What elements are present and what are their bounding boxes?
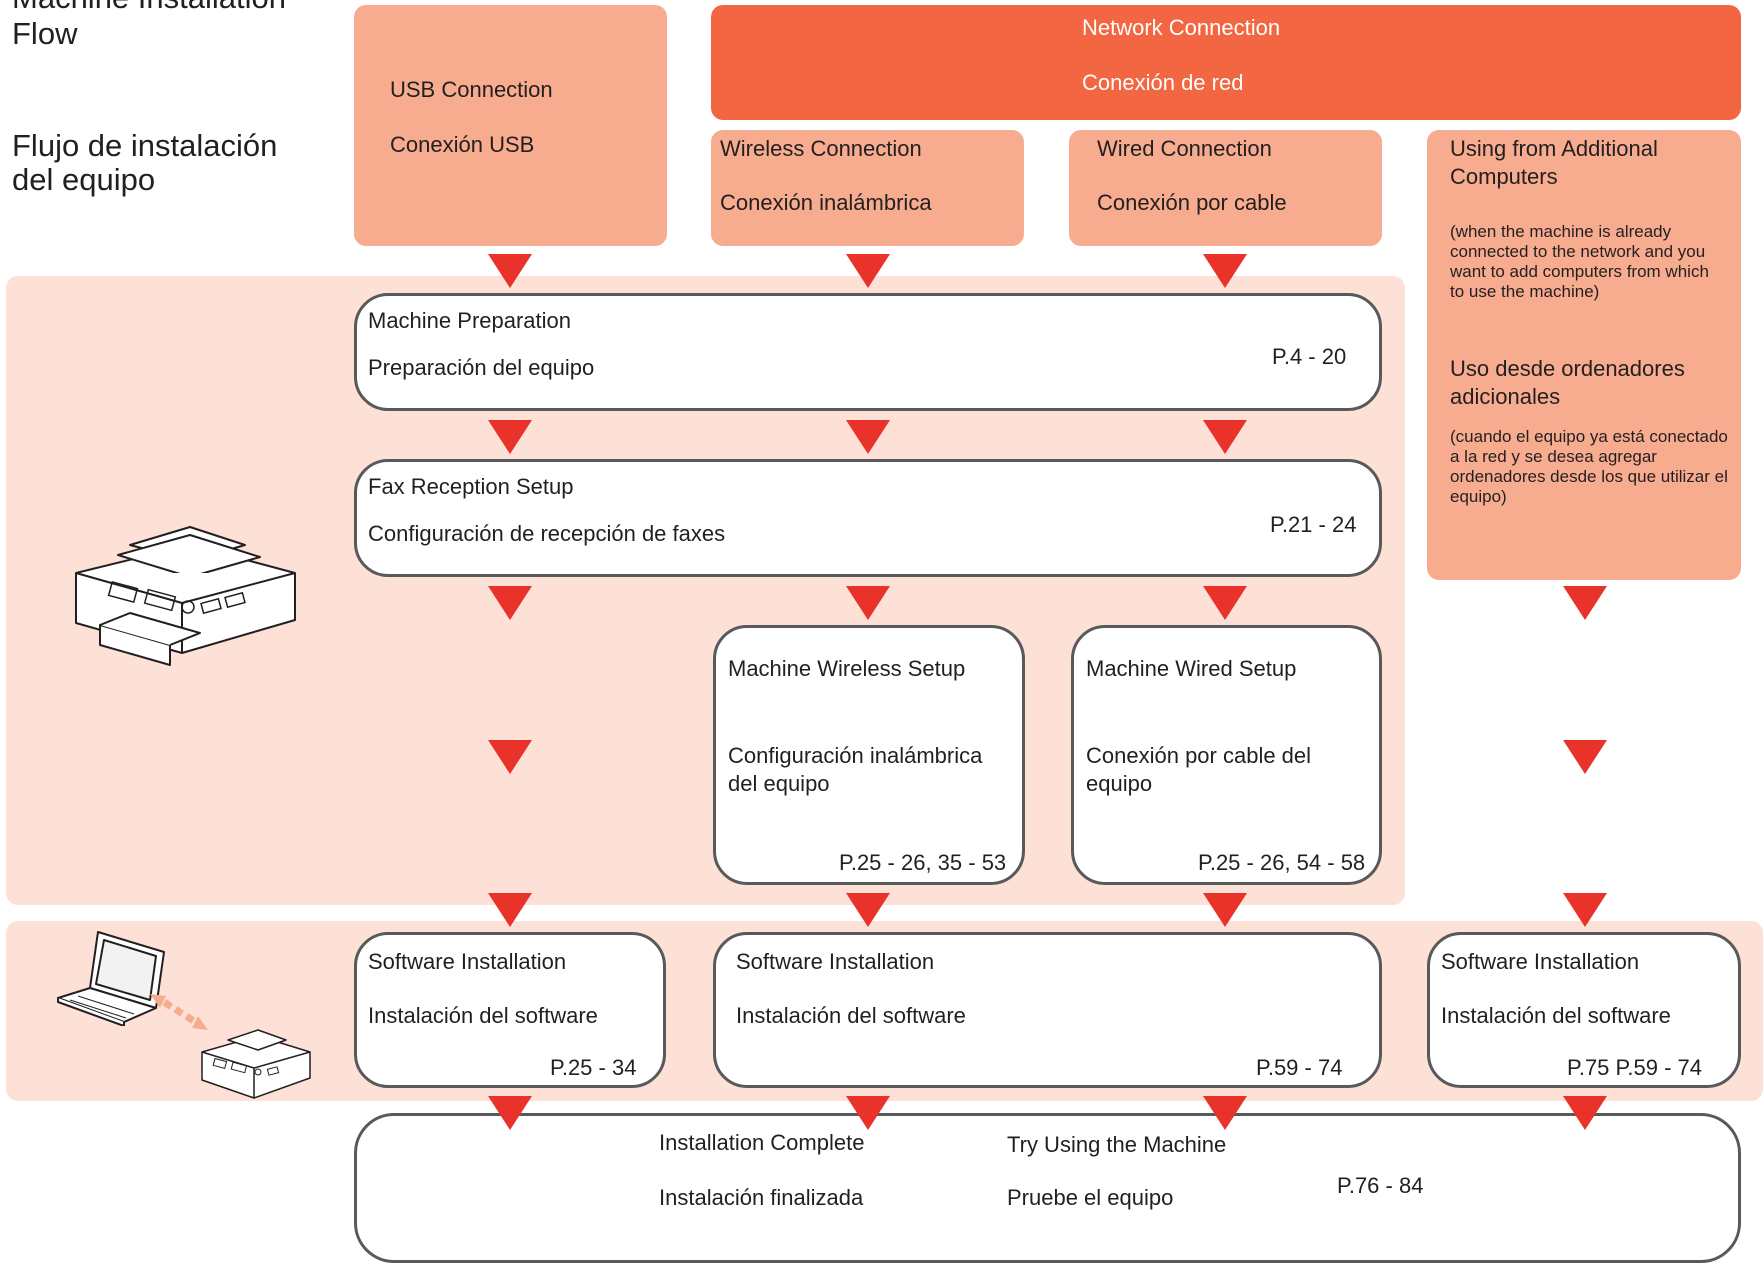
machine-wired-setup-step: Machine Wired Setup Conexión por cable d… <box>1071 625 1382 885</box>
machine-preparation-label-es: Preparación del equipo <box>368 355 595 380</box>
fax-reception-setup-pages: P.21 - 24 <box>1270 512 1357 537</box>
flow-arrow <box>1563 1096 1607 1130</box>
flow-arrow <box>1563 586 1607 620</box>
installation-complete-label-es: Instalación finalizada <box>659 1185 864 1210</box>
installation-complete-label: Installation Complete <box>659 1130 865 1155</box>
usb-connection-header: USB Connection Conexión USB <box>354 5 667 246</box>
software-installation-label: Software Installation <box>368 949 567 974</box>
software-installation-pages: P.59 - 74 <box>1256 1055 1343 1080</box>
machine-wireless-setup-step: Machine Wireless Setup Configuración ina… <box>713 625 1025 885</box>
flow-arrow <box>1563 740 1607 774</box>
flow-arrow <box>488 1096 532 1130</box>
flow-arrow <box>846 586 890 620</box>
flow-arrow <box>846 420 890 454</box>
software-installation-label-es: Instalación del software <box>736 1003 966 1028</box>
flow-arrow <box>488 586 532 620</box>
wireless-connection-label: Wireless Connection <box>720 136 922 161</box>
wired-connection-label-es: Conexión por cable <box>1097 190 1287 215</box>
software-installation-label: Software Installation <box>1441 949 1640 974</box>
additional-computers-note-es: (cuando el equipo ya está conectado a la… <box>1450 427 1728 506</box>
software-installation-usb-step: Software Installation Instalación del so… <box>354 932 666 1088</box>
machine-wireless-setup-pages: P.25 - 26, 35 - 53 <box>839 850 1007 875</box>
software-installation-network-step: Software Installation Instalación del so… <box>713 932 1382 1088</box>
small-printer-icon <box>201 1029 311 1099</box>
flow-arrow <box>1203 1096 1247 1130</box>
flow-arrow <box>846 893 890 927</box>
software-installation-pages: P.75 P.59 - 74 <box>1567 1055 1702 1080</box>
machine-wireless-setup-label: Machine Wireless Setup <box>728 656 966 681</box>
machine-wireless-setup-label-es: Configuración inalámbrica del equipo <box>728 743 983 796</box>
machine-preparation-label: Machine Preparation <box>368 308 572 333</box>
laptop-icon <box>57 931 165 1026</box>
title-en-line2: Flow <box>12 16 78 51</box>
wireless-connection-header: Wireless Connection Conexión inalámbrica <box>711 130 1024 246</box>
additional-computers-label: Using from Additional Computers <box>1450 136 1658 189</box>
try-using-machine-label-es: Pruebe el equipo <box>1007 1185 1174 1210</box>
installation-complete-step: Installation Complete Instalación finali… <box>354 1113 1741 1263</box>
software-installation-label: Software Installation <box>736 949 935 974</box>
flow-arrow <box>488 740 532 774</box>
machine-preparation-pages: P.4 - 20 <box>1272 344 1347 369</box>
software-installation-pages: P.25 - 34 <box>550 1055 637 1080</box>
title-es-line2: del equipo <box>12 162 156 197</box>
network-connection-label: Network Connection <box>1082 15 1281 40</box>
software-installation-additional-step: Software Installation Instalación del so… <box>1427 932 1741 1088</box>
machine-preparation-step: Machine Preparation Preparación del equi… <box>354 293 1382 411</box>
additional-computers-header: Using from Additional Computers (when th… <box>1427 130 1741 580</box>
flow-arrow <box>1203 586 1247 620</box>
flow-arrow <box>488 893 532 927</box>
try-using-machine-label: Try Using the Machine <box>1007 1132 1227 1157</box>
flow-arrow <box>846 1096 890 1130</box>
fax-reception-setup-step: Fax Reception Setup Configuración de rec… <box>354 459 1382 577</box>
software-installation-label-es: Instalación del software <box>368 1003 598 1028</box>
flow-arrow <box>1203 254 1247 288</box>
flow-arrow <box>488 420 532 454</box>
network-connection-header: Network Connection Conexión de red <box>711 5 1741 120</box>
printer-icon <box>75 526 296 666</box>
usb-connection-label-es: Conexión USB <box>390 132 535 157</box>
installation-complete-pages: P.76 - 84 <box>1337 1173 1424 1198</box>
machine-wired-setup-pages: P.25 - 26, 54 - 58 <box>1198 850 1366 875</box>
network-connection-label-es: Conexión de red <box>1082 70 1244 95</box>
additional-computers-note: (when the machine is already connected t… <box>1450 222 1709 301</box>
fax-reception-setup-label: Fax Reception Setup <box>368 474 574 499</box>
wireless-connection-label-es: Conexión inalámbrica <box>720 190 932 215</box>
flow-arrow <box>1203 420 1247 454</box>
usb-connection-label: USB Connection <box>390 77 553 102</box>
connection-arrow-icon <box>150 994 208 1030</box>
additional-computers-label-es: Uso desde ordenadores adicionales <box>1450 356 1685 409</box>
title-en-line1: Machine Installation <box>12 0 286 16</box>
flow-arrow <box>1563 893 1607 927</box>
machine-wired-setup-label: Machine Wired Setup <box>1086 656 1297 681</box>
software-installation-label-es: Instalación del software <box>1441 1003 1671 1028</box>
flow-arrow <box>488 254 532 288</box>
title-es-line1: Flujo de instalación <box>12 128 278 163</box>
machine-wired-setup-label-es: Conexión por cable del equipo <box>1086 743 1312 796</box>
flow-arrow <box>846 254 890 288</box>
wired-connection-label: Wired Connection <box>1097 136 1272 161</box>
wired-connection-header: Wired Connection Conexión por cable <box>1069 130 1382 246</box>
fax-reception-setup-label-es: Configuración de recepción de faxes <box>368 521 726 546</box>
flow-arrow <box>1203 893 1247 927</box>
